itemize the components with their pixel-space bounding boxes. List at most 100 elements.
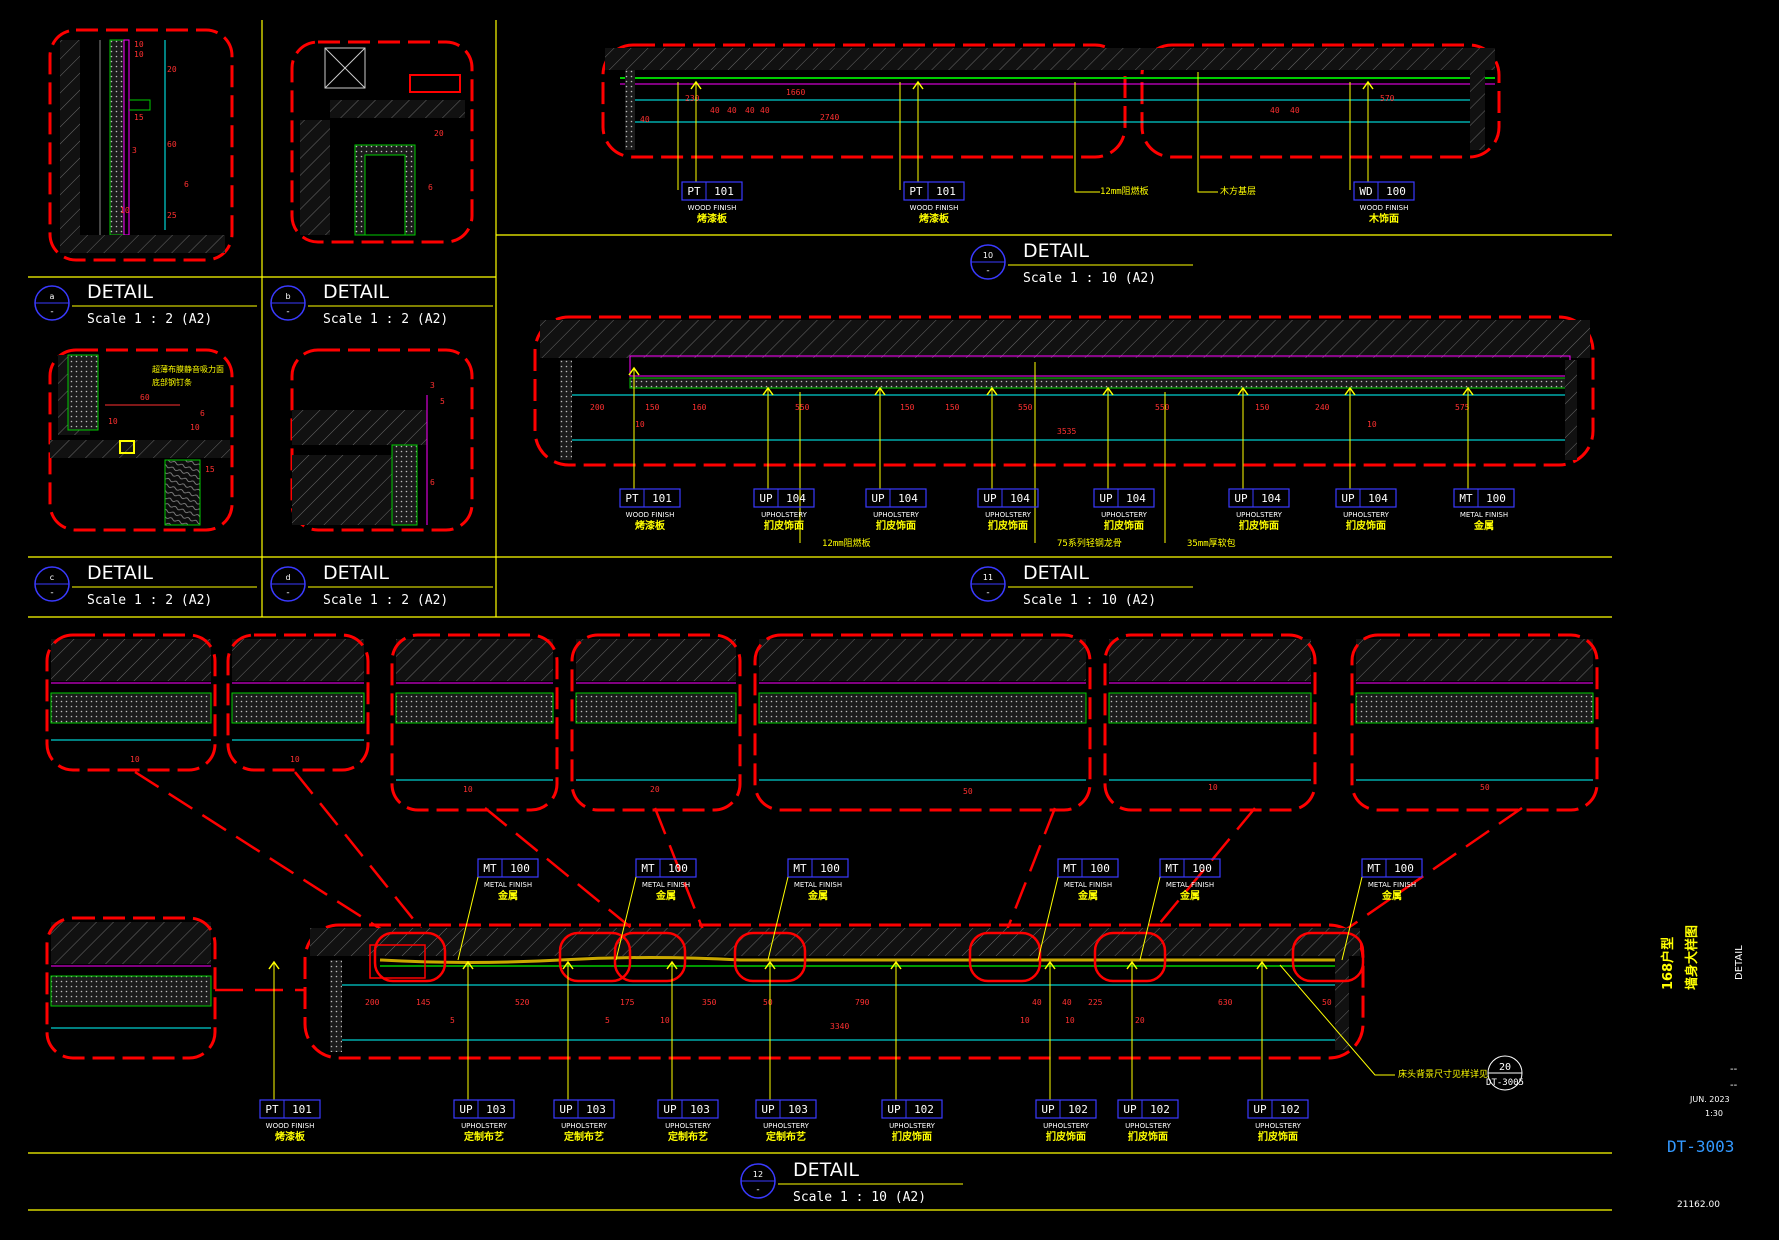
dim-text: 50 (763, 998, 773, 1007)
tag-code: PT (909, 185, 923, 198)
panel-infill (1355, 692, 1594, 724)
detail-scale: Scale 1 : 10 (A2) (1023, 593, 1156, 608)
tag-box (1117, 1099, 1179, 1119)
dim-text: 25 (167, 211, 177, 220)
detail-c-annotations: 超薄布膜静音吸力面 底部钢钉条 60 10 6 10 15 (108, 364, 224, 474)
tag-number: 103 (690, 1103, 710, 1116)
arrow-icon (1344, 386, 1356, 396)
tag-chinese-label: 扪皮饰面 (988, 519, 1028, 532)
dim-text: 150 (945, 403, 960, 412)
tag-english-label: UPHOLSTERY (1101, 511, 1148, 519)
detail-11-dimensions: 200 150 160 550 150 150 550 550 150 240 … (590, 403, 1470, 436)
tag-english-label: METAL FINISH (794, 881, 842, 889)
detail-id: 11 (983, 573, 993, 582)
dim-text: 175 (620, 998, 635, 1007)
tag-english-label: METAL FINISH (1460, 511, 1508, 519)
tag-number: 104 (898, 492, 918, 505)
note-text: 底部钢钉条 (152, 377, 192, 387)
zoom-detail-bubble (45, 633, 217, 772)
tag-box (1361, 858, 1423, 878)
tag-box (1228, 488, 1290, 508)
dim-text: 40 (640, 115, 650, 124)
dim-text: 10 (1367, 420, 1377, 429)
tag-box (1353, 181, 1415, 201)
dim-text: 550 (795, 403, 810, 412)
dash-field: -- (1730, 1064, 1738, 1075)
arrow-icon (1237, 386, 1249, 396)
drawing-scale: 1:30 (1705, 1109, 1723, 1118)
project-code: 21162.00 (1677, 1200, 1720, 1210)
cloud-outline (45, 633, 217, 772)
dim-text: 5 (605, 1016, 610, 1025)
callout-lines (134, 770, 1523, 992)
tag-chinese-label: 烤漆板 (275, 1130, 306, 1143)
detail-11-drawing (533, 315, 1595, 467)
detail-b-drawing (290, 40, 474, 244)
tag-code: MT (1063, 862, 1077, 875)
tag-english-label: WOOD FINISH (626, 511, 675, 519)
note-text: 35mm厚软包 (1187, 537, 1236, 549)
tag-box (453, 1099, 515, 1119)
dim-text: 10 (134, 50, 144, 59)
tag-english-label: UPHOLSTERY (1255, 1122, 1302, 1130)
dim-text: 20 (650, 785, 660, 794)
leader-line (767, 876, 789, 961)
tag-number: 103 (486, 1103, 506, 1116)
note-text: 12mm阻燃板 (1100, 185, 1149, 197)
tag-english-label: METAL FINISH (1166, 881, 1214, 889)
tag-number: 104 (786, 492, 806, 505)
dim-text: 790 (855, 998, 870, 1007)
panel-infill (758, 692, 1087, 724)
tag-english-label: METAL FINISH (642, 881, 690, 889)
drawing-name: 墙身大样图 (1684, 925, 1700, 990)
tag-chinese-label: 扪皮饰面 (764, 519, 804, 532)
tag-number: 104 (1126, 492, 1146, 505)
detail-title: DETAIL (323, 281, 389, 303)
arrow-icon (1362, 80, 1374, 90)
detail-sheet-ref: - (986, 266, 989, 276)
tag-number: 102 (1068, 1103, 1088, 1116)
tag-chinese-label: 烤漆板 (635, 519, 666, 532)
cloud-outline (390, 633, 559, 812)
tag-english-label: UPHOLSTERY (561, 1122, 608, 1130)
dim-text: 150 (1255, 403, 1270, 412)
tag-number: 102 (1150, 1103, 1170, 1116)
tag-number: 100 (1394, 862, 1414, 875)
dim-text: 150 (645, 403, 660, 412)
dim-text: 15 (134, 113, 144, 122)
dim-text: 40 (1032, 998, 1042, 1007)
tag-english-label: METAL FINISH (1064, 881, 1112, 889)
dim-text: 60 (167, 140, 177, 149)
tag-chinese-label: 定制布艺 (766, 1130, 806, 1143)
tag-chinese-label: 扪皮饰面 (1346, 519, 1386, 532)
zoom-detail-bubble (45, 916, 217, 1060)
detail-sheet-ref: - (286, 307, 289, 317)
tag-number: 101 (714, 185, 734, 198)
tag-english-label: UPHOLSTERY (873, 511, 920, 519)
tag-number: 104 (1261, 492, 1281, 505)
tag-chinese-label: 木饰面 (1368, 212, 1399, 225)
tag-box (881, 1099, 943, 1119)
dim-text: 10 (1020, 1016, 1030, 1025)
dim-text: 10 (190, 423, 200, 432)
tag-number: 104 (1368, 492, 1388, 505)
tag-english-label: UPHOLSTERY (665, 1122, 712, 1130)
dim-text: 10 (290, 755, 300, 764)
dim-text: 230 (685, 94, 700, 103)
tag-number: 100 (1192, 862, 1212, 875)
tag-english-label: WOOD FINISH (910, 204, 959, 212)
tag-code: MT (483, 862, 497, 875)
detail-b-dimensions: 20 6 (428, 129, 444, 192)
zoom-dimensions: 10 10 20 10 50 10 50 (130, 755, 1490, 796)
sheet-number: DT-3003 (1667, 1137, 1734, 1156)
